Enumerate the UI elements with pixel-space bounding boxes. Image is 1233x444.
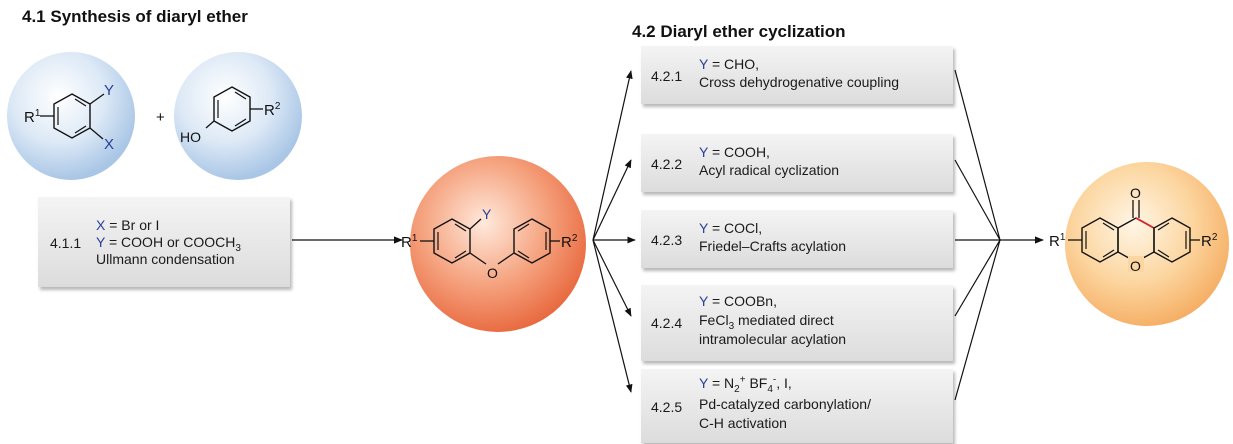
product-r1: R1 — [1049, 232, 1066, 250]
route-line-3: intramolecular acylation — [699, 331, 847, 347]
product-ring-right — [1153, 217, 1191, 263]
intermediate-sphere — [410, 156, 586, 332]
arrow-route-4 — [592, 239, 632, 317]
route-line-3: C-H activation — [699, 415, 787, 431]
reactant-a-y: Y — [104, 82, 114, 99]
route-line-1: Y = CHO, — [699, 56, 760, 72]
route-line-2: Acyl radical cyclization — [699, 162, 840, 178]
route-code: 4.2.3 — [651, 232, 683, 248]
reactant-a-sphere — [7, 52, 135, 180]
route-line-2: FeCl3 mediated direct — [699, 312, 834, 332]
route-line-1: Y = N2+ BF4-, I, — [699, 374, 792, 395]
section2-title: 4.2 Diaryl ether cyclization — [632, 22, 846, 41]
fan-out-arrows — [592, 70, 636, 393]
route-box-4-2-3: 4.2.3 Y = COCl, Friedel–Crafts acylation — [641, 210, 953, 268]
reactant-b-ring — [213, 86, 251, 132]
route-code: 4.2.5 — [651, 399, 683, 415]
arrow-route-5 — [592, 239, 633, 393]
route-line-1: Y = COCl, — [699, 220, 763, 236]
product-ring-o: O — [1130, 258, 1141, 274]
route-line-2: Cross dehydrogenative coupling — [699, 74, 900, 90]
arrow-route-2 — [592, 159, 632, 241]
new-bond — [1135, 217, 1155, 229]
route-box-4-2-1: 4.2.1 Y = CHO, Cross dehydrogenative cou… — [641, 46, 953, 104]
route-box-4-2-4: 4.2.4 Y = COOBn, FeCl3 mediated direct i… — [641, 285, 953, 361]
reactant-b-group: HO R2 — [174, 52, 302, 180]
route-box-4-2-5: 4.2.5 Y = N2+ BF4-, I, Pd-catalyzed carb… — [641, 369, 953, 443]
reactant-a-x: X — [104, 136, 114, 153]
intermediate-ring-right — [513, 218, 551, 264]
plus-sign: + — [156, 109, 165, 126]
intermediate-y: Y — [482, 206, 492, 222]
condition-line-y: Y = COOH or COOCH3 — [96, 234, 241, 254]
route-box-4-2-2: 4.2.2 Y = COOH, Acyl radical cyclization — [641, 134, 953, 192]
condition-line-method: Ullmann condensation — [96, 251, 235, 267]
intermediate-group: Y O R1 R2 — [401, 156, 586, 332]
route-line-1: Y = COOBn, — [699, 293, 777, 309]
route-line-2: Friedel–Crafts acylation — [699, 238, 847, 254]
route-code: 4.2.4 — [651, 315, 683, 331]
section1-title: 4.1 Synthesis of diaryl ether — [22, 7, 248, 26]
condition-code: 4.1.1 — [50, 235, 82, 251]
product-group: O O R1 R2 — [1049, 162, 1229, 326]
reactant-a-group: R1 Y X — [7, 52, 135, 180]
route-line-2: Pd-catalyzed carbonylation/ — [699, 396, 871, 412]
arrow-route-1 — [592, 70, 633, 241]
intermediate-o: O — [487, 265, 498, 281]
reactant-b-ho: HO — [180, 129, 201, 145]
reactant-b-sphere — [174, 52, 302, 180]
product-carbonyl-o: O — [1130, 185, 1141, 201]
route-line-1: Y = COOH, — [699, 144, 770, 160]
route-code: 4.2.2 — [651, 156, 683, 172]
product-sphere — [1065, 162, 1229, 326]
route-code: 4.2.1 — [651, 68, 683, 84]
fan-in-lines — [954, 69, 1044, 401]
ullmann-condition-box: 4.1.1 X = Br or I Y = COOH or COOCH3 Ull… — [38, 197, 290, 287]
condition-line-x: X = Br or I — [96, 217, 160, 233]
